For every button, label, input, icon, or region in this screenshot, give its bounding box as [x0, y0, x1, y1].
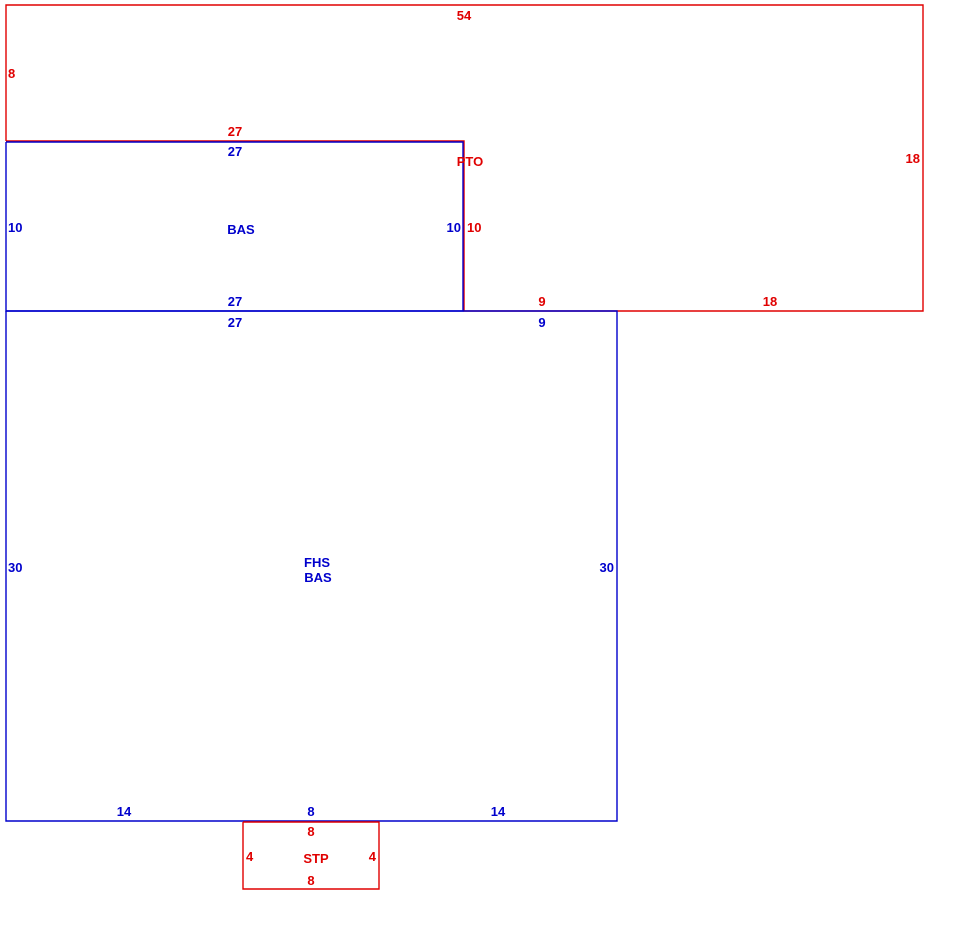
pto-area-label: PTO: [457, 154, 484, 169]
pto-dim-left: 8: [8, 66, 15, 81]
pto-outline: [5, 4, 924, 312]
pto-dim-inner-top: 27: [228, 124, 242, 139]
pto-dim-right: 18: [906, 151, 920, 166]
fhs-area-label-line1: FHS: [304, 555, 330, 570]
fhs-dim-bottom-c: 14: [491, 804, 506, 819]
stp-dim-bottom: 8: [307, 873, 314, 888]
stp-dim-right: 4: [369, 849, 377, 864]
pto-dim-bottom-b: 18: [763, 294, 777, 309]
fhs-dim-top-b: 9: [538, 315, 545, 330]
fhs-dim-bottom-b: 8: [307, 804, 314, 819]
bas-upper-area-label: BAS: [227, 222, 255, 237]
fhs-dim-right: 30: [600, 560, 614, 575]
fhs-dim-left: 30: [8, 560, 22, 575]
stp-area-label: STP: [303, 851, 329, 866]
fhs-area-label-line2: BAS: [304, 570, 332, 585]
bas-upper-dim-right: 10: [447, 220, 461, 235]
bas-upper-dim-bottom: 27: [228, 294, 242, 309]
pto-dim-top: 54: [457, 8, 472, 23]
stp-dim-top: 8: [307, 824, 314, 839]
bas-upper-dim-left: 10: [8, 220, 22, 235]
stp-dim-left: 4: [246, 849, 254, 864]
pto-dim-inner-side: 10: [467, 220, 481, 235]
stp-outline: [242, 821, 380, 890]
fhs-dim-top-a: 27: [228, 315, 242, 330]
fhs-bas-outline: [5, 310, 618, 822]
fhs-dim-bottom-a: 14: [117, 804, 132, 819]
bas-upper-dim-top: 27: [228, 144, 242, 159]
pto-dim-bottom-a: 9: [538, 294, 545, 309]
